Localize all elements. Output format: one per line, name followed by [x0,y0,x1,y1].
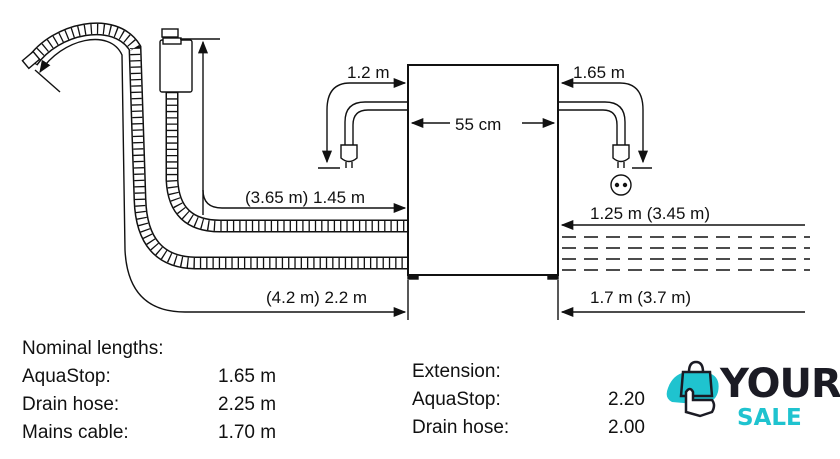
logo-text-your: YOUR [720,361,840,407]
extension-value: 2.20 [608,389,645,410]
extension-label: Drain hose: [412,417,510,438]
extension-label: AquaStop: [412,389,501,410]
nominal-label: AquaStop: [22,366,111,387]
plug-icon [340,144,358,163]
plug-icon [612,144,630,163]
dishwasher-body [407,64,559,276]
nominal-label: Mains cable: [22,422,129,443]
aquastop-right-label: 1.25 m (3.45 m) [590,204,710,223]
shopping-bag-logo-icon [666,360,719,418]
nominal-heading: Nominal lengths: [22,338,164,359]
nominal-label: Drain hose: [22,394,120,415]
extension-value: 2.00 [608,417,645,438]
drain-right-label: 1.7 m (3.7 m) [590,288,691,307]
width-label: 55 cm [455,115,501,134]
left-cable-label: 1.2 m [347,63,390,82]
nominal-value: 1.70 m [218,422,277,443]
socket-icon [610,174,632,196]
right-cable-label: 1.65 m [573,63,625,82]
nominal-value: 1.65 m [218,366,277,387]
nominal-value: 2.25 m [218,394,277,415]
extension-heading: Extension: [412,361,501,382]
drain-left-label: (4.2 m) 2.2 m [266,288,367,307]
aquastop-left-label: (3.65 m) 1.45 m [245,188,365,207]
logo-text-sale: SALE [737,405,802,431]
